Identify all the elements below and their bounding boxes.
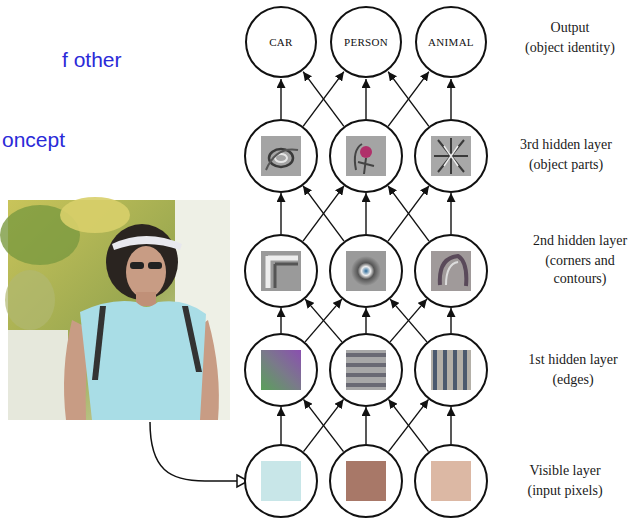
- layer-connection: [450, 308, 451, 333]
- layer-connection: [303, 186, 344, 241]
- layer-label: Output: [551, 19, 590, 37]
- slide-text: f other: [62, 46, 122, 73]
- layer-connection: [280, 79, 281, 119]
- layer-connection: [365, 79, 366, 119]
- slide-text: oncept: [2, 126, 65, 153]
- layer-connection: [450, 193, 451, 234]
- layer-description: (corners and contours): [530, 252, 630, 288]
- layer-connection: [365, 193, 366, 234]
- layer-connection: [389, 399, 429, 451]
- output-unit: PERSON: [330, 6, 402, 78]
- layer-description: (edges): [552, 371, 593, 389]
- layer-connection: [303, 72, 344, 127]
- layer-connection: [305, 299, 342, 342]
- layer-connection: [303, 72, 344, 127]
- edge-filters: [261, 350, 471, 390]
- layer-connection: [390, 299, 427, 342]
- part-filters: [261, 136, 471, 176]
- unit-label: PERSON: [344, 36, 388, 48]
- layer-connection: [365, 407, 366, 444]
- layer-connection: [304, 399, 344, 451]
- layer-label: 3rd hidden layer: [520, 136, 612, 154]
- layer-connection: [280, 407, 281, 444]
- layer-connection: [389, 399, 429, 451]
- output-unit: CAR: [245, 6, 317, 78]
- layer-label: 2nd hidden layer: [533, 232, 627, 250]
- layer-circles: [245, 120, 487, 517]
- layer-connection: [280, 308, 281, 333]
- layer-connection: [280, 193, 281, 234]
- layer-connection: [304, 399, 344, 451]
- layer-connection: [388, 72, 429, 127]
- layer-connection: [388, 72, 429, 127]
- layer-connection: [305, 299, 342, 342]
- layer-connection: [388, 186, 429, 241]
- layer-connection: [390, 299, 427, 342]
- unit-label: ANIMAL: [428, 36, 474, 48]
- unit-label: CAR: [269, 36, 293, 48]
- layer-label: 1st hidden layer: [528, 351, 617, 369]
- layer-description: (object identity): [525, 39, 615, 57]
- layer-connection: [388, 186, 429, 241]
- input-photo: [0, 197, 230, 420]
- layer-connection: [450, 407, 451, 444]
- layer-connection: [365, 308, 366, 333]
- pixel-swatches: [261, 461, 471, 501]
- output-unit: ANIMAL: [415, 6, 487, 78]
- layer-connection: [303, 186, 344, 241]
- layer-label: Visible layer: [530, 462, 601, 480]
- layer-connection: [450, 79, 451, 119]
- layer-description: (object parts): [529, 156, 603, 174]
- contour-filters: [261, 251, 471, 291]
- input-arrow: [150, 422, 237, 481]
- layer-description: (input pixels): [528, 482, 603, 500]
